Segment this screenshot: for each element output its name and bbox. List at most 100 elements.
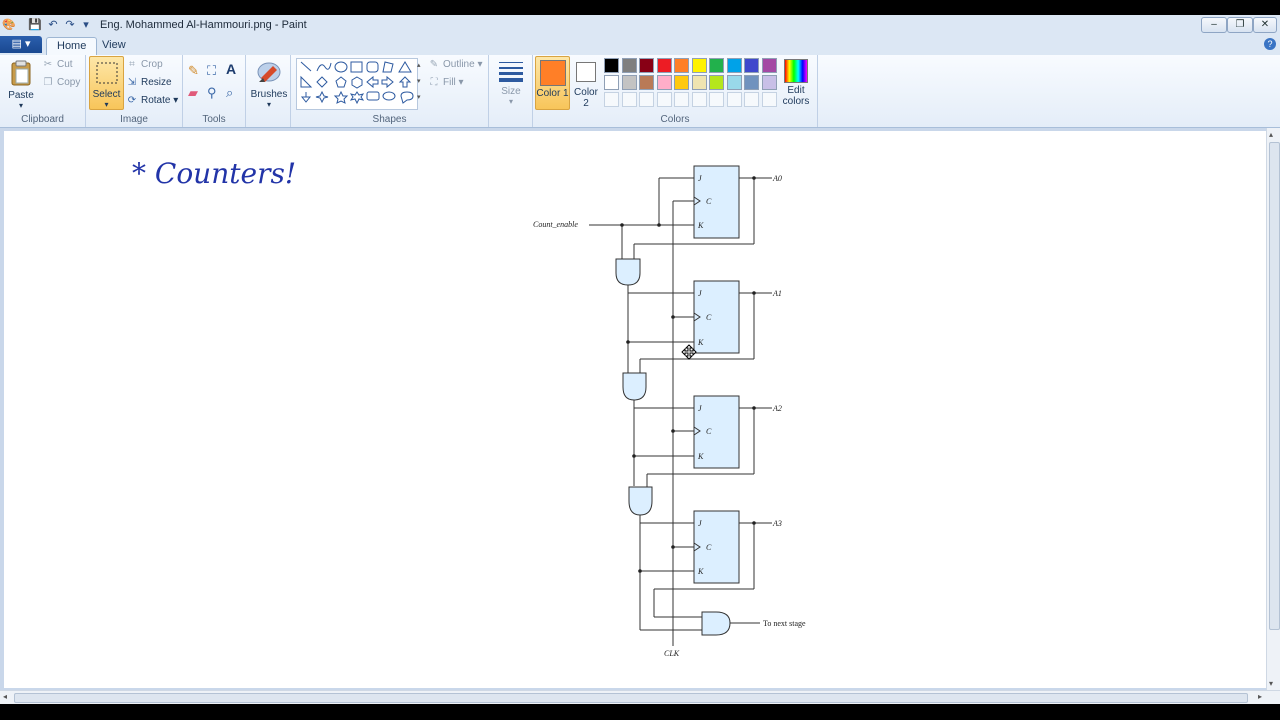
cut-button[interactable]: ✂Cut xyxy=(43,59,73,70)
palette-swatch[interactable] xyxy=(639,58,654,73)
palette-swatch[interactable] xyxy=(709,75,724,90)
custom-color-slot[interactable] xyxy=(656,92,672,107)
shapes-group-label: Shapes xyxy=(372,114,407,125)
svg-text:K: K xyxy=(697,221,704,230)
file-menu-button[interactable]: ▤ ▾ xyxy=(0,36,42,53)
restore-button[interactable]: ❐ xyxy=(1227,17,1253,33)
outline-button[interactable]: ✎Outline ▾ xyxy=(429,59,483,70)
drawing-canvas[interactable]: * Counters! xyxy=(4,131,1266,688)
custom-color-slot[interactable] xyxy=(744,92,759,107)
custom-color-slot[interactable] xyxy=(621,92,637,107)
palette-swatch[interactable] xyxy=(691,58,707,73)
copy-button[interactable]: ❐Copy xyxy=(43,77,81,88)
color1-label: Color 1 xyxy=(536,88,569,99)
colors-group: Color 1 Color 2 Edit colors Colors xyxy=(533,55,818,127)
outline-icon: ✎ xyxy=(429,59,439,70)
scroll-left-icon[interactable]: ◂ xyxy=(3,692,8,701)
tab-view[interactable]: View xyxy=(102,39,126,51)
text-tool-icon[interactable]: A xyxy=(226,61,237,77)
horizontal-scroll-thumb[interactable] xyxy=(14,693,1248,703)
resize-button[interactable]: ⇲Resize xyxy=(127,77,172,88)
scroll-up-icon[interactable]: ▴ xyxy=(1269,130,1274,139)
brushes-button[interactable]: Brushes ▾ xyxy=(250,58,288,109)
edit-colors-button[interactable]: Edit colors xyxy=(779,57,813,107)
fill-button[interactable]: ⛶Fill ▾ xyxy=(428,77,464,88)
custom-color-slot[interactable] xyxy=(709,92,724,107)
svg-text:J: J xyxy=(698,174,702,183)
color-picker-icon[interactable]: ⚲ xyxy=(207,85,217,100)
brushes-label: Brushes xyxy=(250,89,288,100)
crop-icon: ⌗ xyxy=(129,59,135,70)
color1-button[interactable]: Color 1 xyxy=(535,56,570,110)
fill-bucket-icon[interactable]: ⛶ xyxy=(207,63,217,78)
custom-color-slot[interactable] xyxy=(761,92,777,107)
custom-color-slot[interactable] xyxy=(674,92,689,107)
canvas-drawing: * Counters! xyxy=(132,157,806,658)
shapes-gallery[interactable] xyxy=(296,58,418,110)
custom-color-slot[interactable] xyxy=(604,92,619,107)
ribbon-tabs: ▤ ▾ Home View ? xyxy=(0,35,1280,56)
palette-swatch[interactable] xyxy=(744,75,759,90)
shapes-gallery-scroll[interactable]: ▴▾▾ xyxy=(417,62,421,101)
palette-swatch[interactable] xyxy=(656,58,672,73)
palette-swatch[interactable] xyxy=(674,58,689,73)
palette-swatch[interactable] xyxy=(726,75,742,90)
custom-color-slot[interactable] xyxy=(639,92,654,107)
eraser-icon[interactable]: ▰ xyxy=(188,85,198,100)
rotate-button[interactable]: ⟳Rotate ▾ xyxy=(127,95,179,106)
clipboard-icon xyxy=(11,60,31,86)
custom-color-slot[interactable] xyxy=(726,92,742,107)
output-a1-label: A1 xyxy=(772,289,782,298)
paint-app-icon[interactable]: 🎨 xyxy=(2,19,16,31)
svg-text:C: C xyxy=(706,197,712,206)
scissors-icon: ✂ xyxy=(43,59,53,70)
palette-swatch[interactable] xyxy=(709,58,724,73)
magnifier-icon[interactable]: ⌕ xyxy=(226,85,234,100)
palette-swatch[interactable] xyxy=(656,75,672,90)
redo-icon[interactable]: ↷ xyxy=(65,19,75,31)
size-button[interactable]: Size ▾ xyxy=(495,59,527,106)
size-group: Size ▾ xyxy=(489,55,533,127)
select-button[interactable]: Select ▾ xyxy=(89,56,124,110)
palette-swatch[interactable] xyxy=(691,75,707,90)
palette-swatch[interactable] xyxy=(639,75,654,90)
palette-swatch[interactable] xyxy=(621,58,637,73)
minimize-button[interactable]: – xyxy=(1201,17,1227,33)
custom-color-slot[interactable] xyxy=(691,92,707,107)
shapes-gallery-icons xyxy=(300,61,414,105)
paste-label: Paste xyxy=(8,90,34,101)
output-a0-label: A0 xyxy=(772,174,782,183)
pencil-icon[interactable]: ✎ xyxy=(188,63,199,78)
horizontal-scrollbar[interactable]: ◂ ▸ xyxy=(0,690,1280,705)
help-icon[interactable]: ? xyxy=(1264,38,1276,50)
rotate-icon: ⟳ xyxy=(127,95,137,106)
move-cursor-icon xyxy=(681,344,697,360)
counter-circuit xyxy=(589,165,772,646)
palette-swatch[interactable] xyxy=(761,58,777,73)
color2-label: Color 2 xyxy=(574,87,598,109)
palette-swatch[interactable] xyxy=(744,58,759,73)
palette-swatch[interactable] xyxy=(604,58,619,73)
output-a3-label: A3 xyxy=(772,519,782,528)
undo-icon[interactable]: ↶ xyxy=(48,19,58,31)
palette-swatch[interactable] xyxy=(761,75,777,90)
color2-button[interactable]: Color 2 xyxy=(571,56,601,109)
vertical-scrollbar[interactable]: ▴ ▾ xyxy=(1266,128,1280,690)
ribbon: Paste ▾ ✂Cut ❐Copy Clipboard Select ▾ ⌗C… xyxy=(0,55,1280,128)
palette-swatch[interactable] xyxy=(621,75,637,90)
crop-button[interactable]: ⌗Crop xyxy=(126,59,163,70)
close-button[interactable]: ✕ xyxy=(1253,17,1277,33)
save-icon[interactable]: 💾 xyxy=(28,19,42,31)
svg-text:C: C xyxy=(706,313,712,322)
scroll-down-icon[interactable]: ▾ xyxy=(1269,679,1274,688)
palette-swatch[interactable] xyxy=(726,58,742,73)
image-group-label: Image xyxy=(120,114,148,125)
status-bar xyxy=(0,704,1280,720)
paste-button[interactable]: Paste ▾ xyxy=(6,59,36,110)
scroll-right-icon[interactable]: ▸ xyxy=(1257,692,1262,701)
tab-home[interactable]: Home xyxy=(46,37,98,56)
palette-swatch[interactable] xyxy=(604,75,619,90)
vertical-scroll-thumb[interactable] xyxy=(1269,142,1280,630)
customize-toolbar-icon[interactable]: ▾ xyxy=(83,19,89,31)
palette-swatch[interactable] xyxy=(674,75,689,90)
